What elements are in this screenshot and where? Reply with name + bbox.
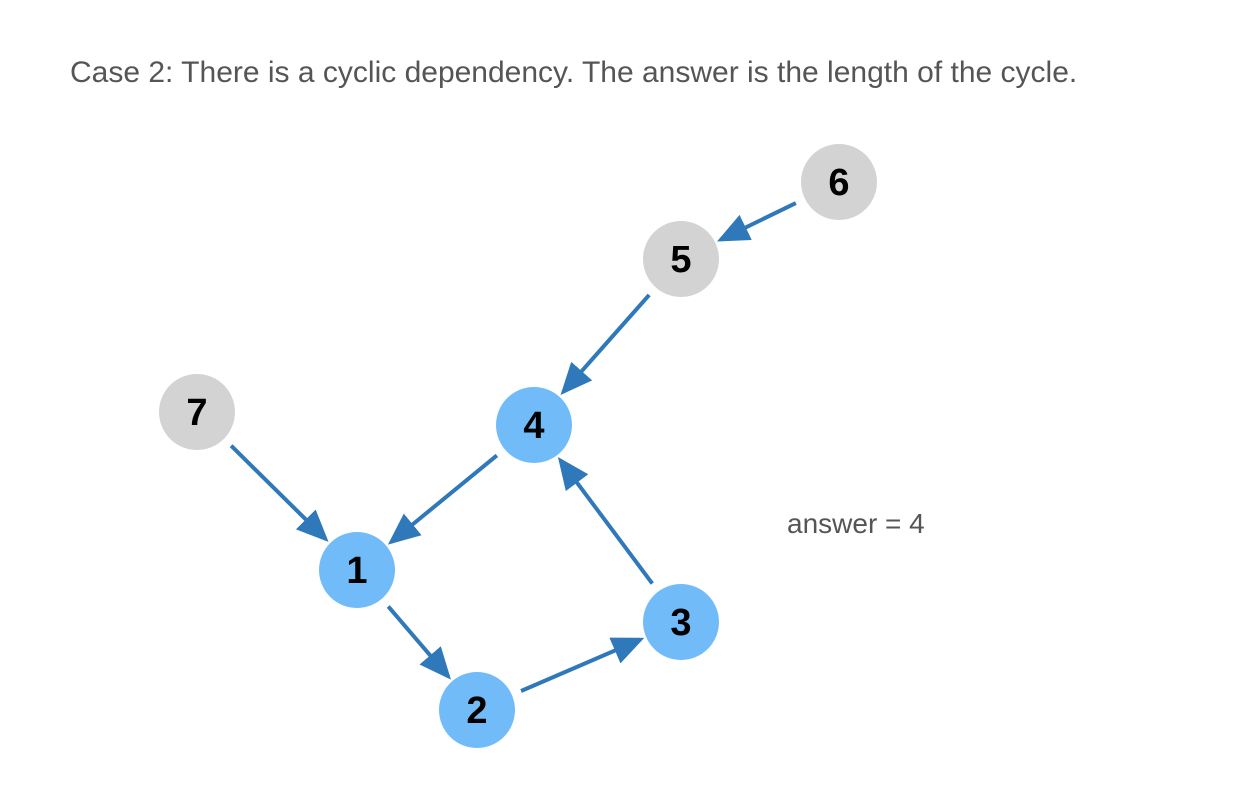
node-1: 1 <box>319 532 395 608</box>
edge-3-to-4 <box>557 457 654 585</box>
node-label-1: 1 <box>346 550 367 592</box>
node-circle-4 <box>496 387 572 463</box>
edge-2-to-3 <box>520 637 645 693</box>
edge-1-to-2 <box>386 605 451 680</box>
node-circle-6 <box>801 144 877 220</box>
node-7: 7 <box>159 374 235 450</box>
edge-5-to-4 <box>560 293 651 396</box>
node-label-2: 2 <box>466 690 487 732</box>
node-label-6: 6 <box>828 162 849 204</box>
node-label-4: 4 <box>523 405 544 447</box>
caption-text: Case 2: There is a cyclic dependency. Th… <box>70 56 1078 89</box>
node-circle-7 <box>159 374 235 450</box>
edge-7-to-1 <box>229 444 329 542</box>
edges-layer <box>229 201 797 693</box>
node-5: 5 <box>643 221 719 297</box>
node-4: 4 <box>496 387 572 463</box>
node-circle-3 <box>643 584 719 660</box>
node-label-5: 5 <box>670 239 691 281</box>
node-circle-2 <box>439 672 515 748</box>
node-2: 2 <box>439 672 515 748</box>
node-label-3: 3 <box>670 602 691 644</box>
node-3: 3 <box>643 584 719 660</box>
nodes-layer: 1 2 3 4 5 6 7 <box>159 144 877 748</box>
node-circle-1 <box>319 532 395 608</box>
node-label-7: 7 <box>186 392 207 434</box>
node-circle-5 <box>643 221 719 297</box>
edge-6-to-5 <box>716 201 797 242</box>
edge-4-to-1 <box>387 453 499 545</box>
node-6: 6 <box>801 144 877 220</box>
answer-label: answer = 4 <box>787 508 925 539</box>
